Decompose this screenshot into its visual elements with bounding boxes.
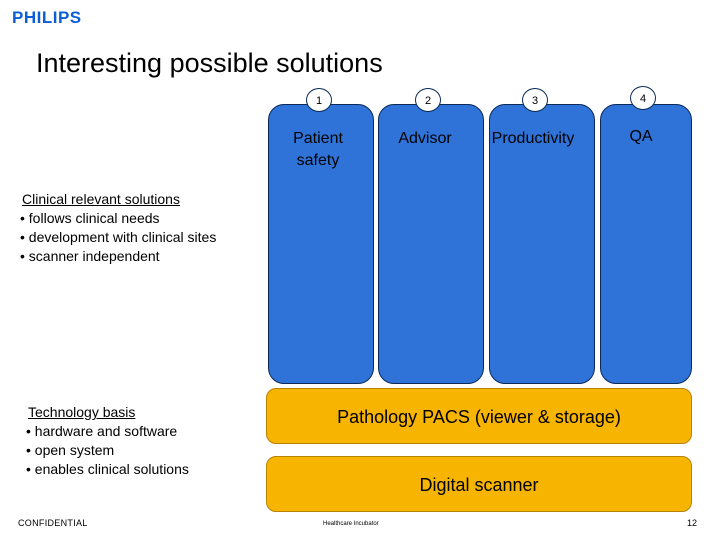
clinical-solutions-heading: Clinical relevant solutions [22,191,180,207]
pathology-pacs-block: Pathology PACS (viewer & storage) [266,388,692,444]
pillar-1-number: 1 [306,88,332,112]
pillar-1-label-line1: Patient [293,130,343,147]
philips-logo: PHILIPS [12,8,82,27]
pillar-4-qa [600,104,692,384]
pillar-4-number: 4 [630,86,656,110]
technology-bullet: • enables clinical solutions [26,461,189,477]
technology-basis-heading: Technology basis [28,404,136,420]
pillar-1-label-line2: safety [296,152,340,169]
digital-scanner-block: Digital scanner [266,456,692,512]
clinical-bullet: • follows clinical needs [20,210,160,226]
pillar-1-label: Patient safety [258,128,378,172]
pillar-2-label-line1: Advisor [398,130,452,147]
footer-healthcare-incubator: Healthcare Incubator [323,521,379,527]
page-number: 12 [687,518,698,528]
pillar-2-number: 2 [415,88,441,112]
pillar-2-advisor [378,104,484,384]
slide-title: Interesting possible solutions [36,48,383,78]
footer-confidential: CONFIDENTIAL [18,518,88,528]
technology-bullet: • hardware and software [26,423,178,439]
pillar-3-number: 3 [522,88,548,112]
clinical-bullet: • scanner independent [20,248,160,264]
pillar-4-label: QA [581,126,701,148]
pillar-1-patient-safety [268,104,374,384]
technology-bullet: • open system [26,442,115,458]
clinical-bullet: • development with clinical sites [20,229,217,245]
pillar-3-label: Productivity [473,128,593,150]
pillar-2-label: Advisor [365,128,485,150]
pillar-4-label-line1: QA [629,128,653,145]
pillar-3-productivity [489,104,595,384]
pillar-3-label-line1: Productivity [491,130,575,147]
